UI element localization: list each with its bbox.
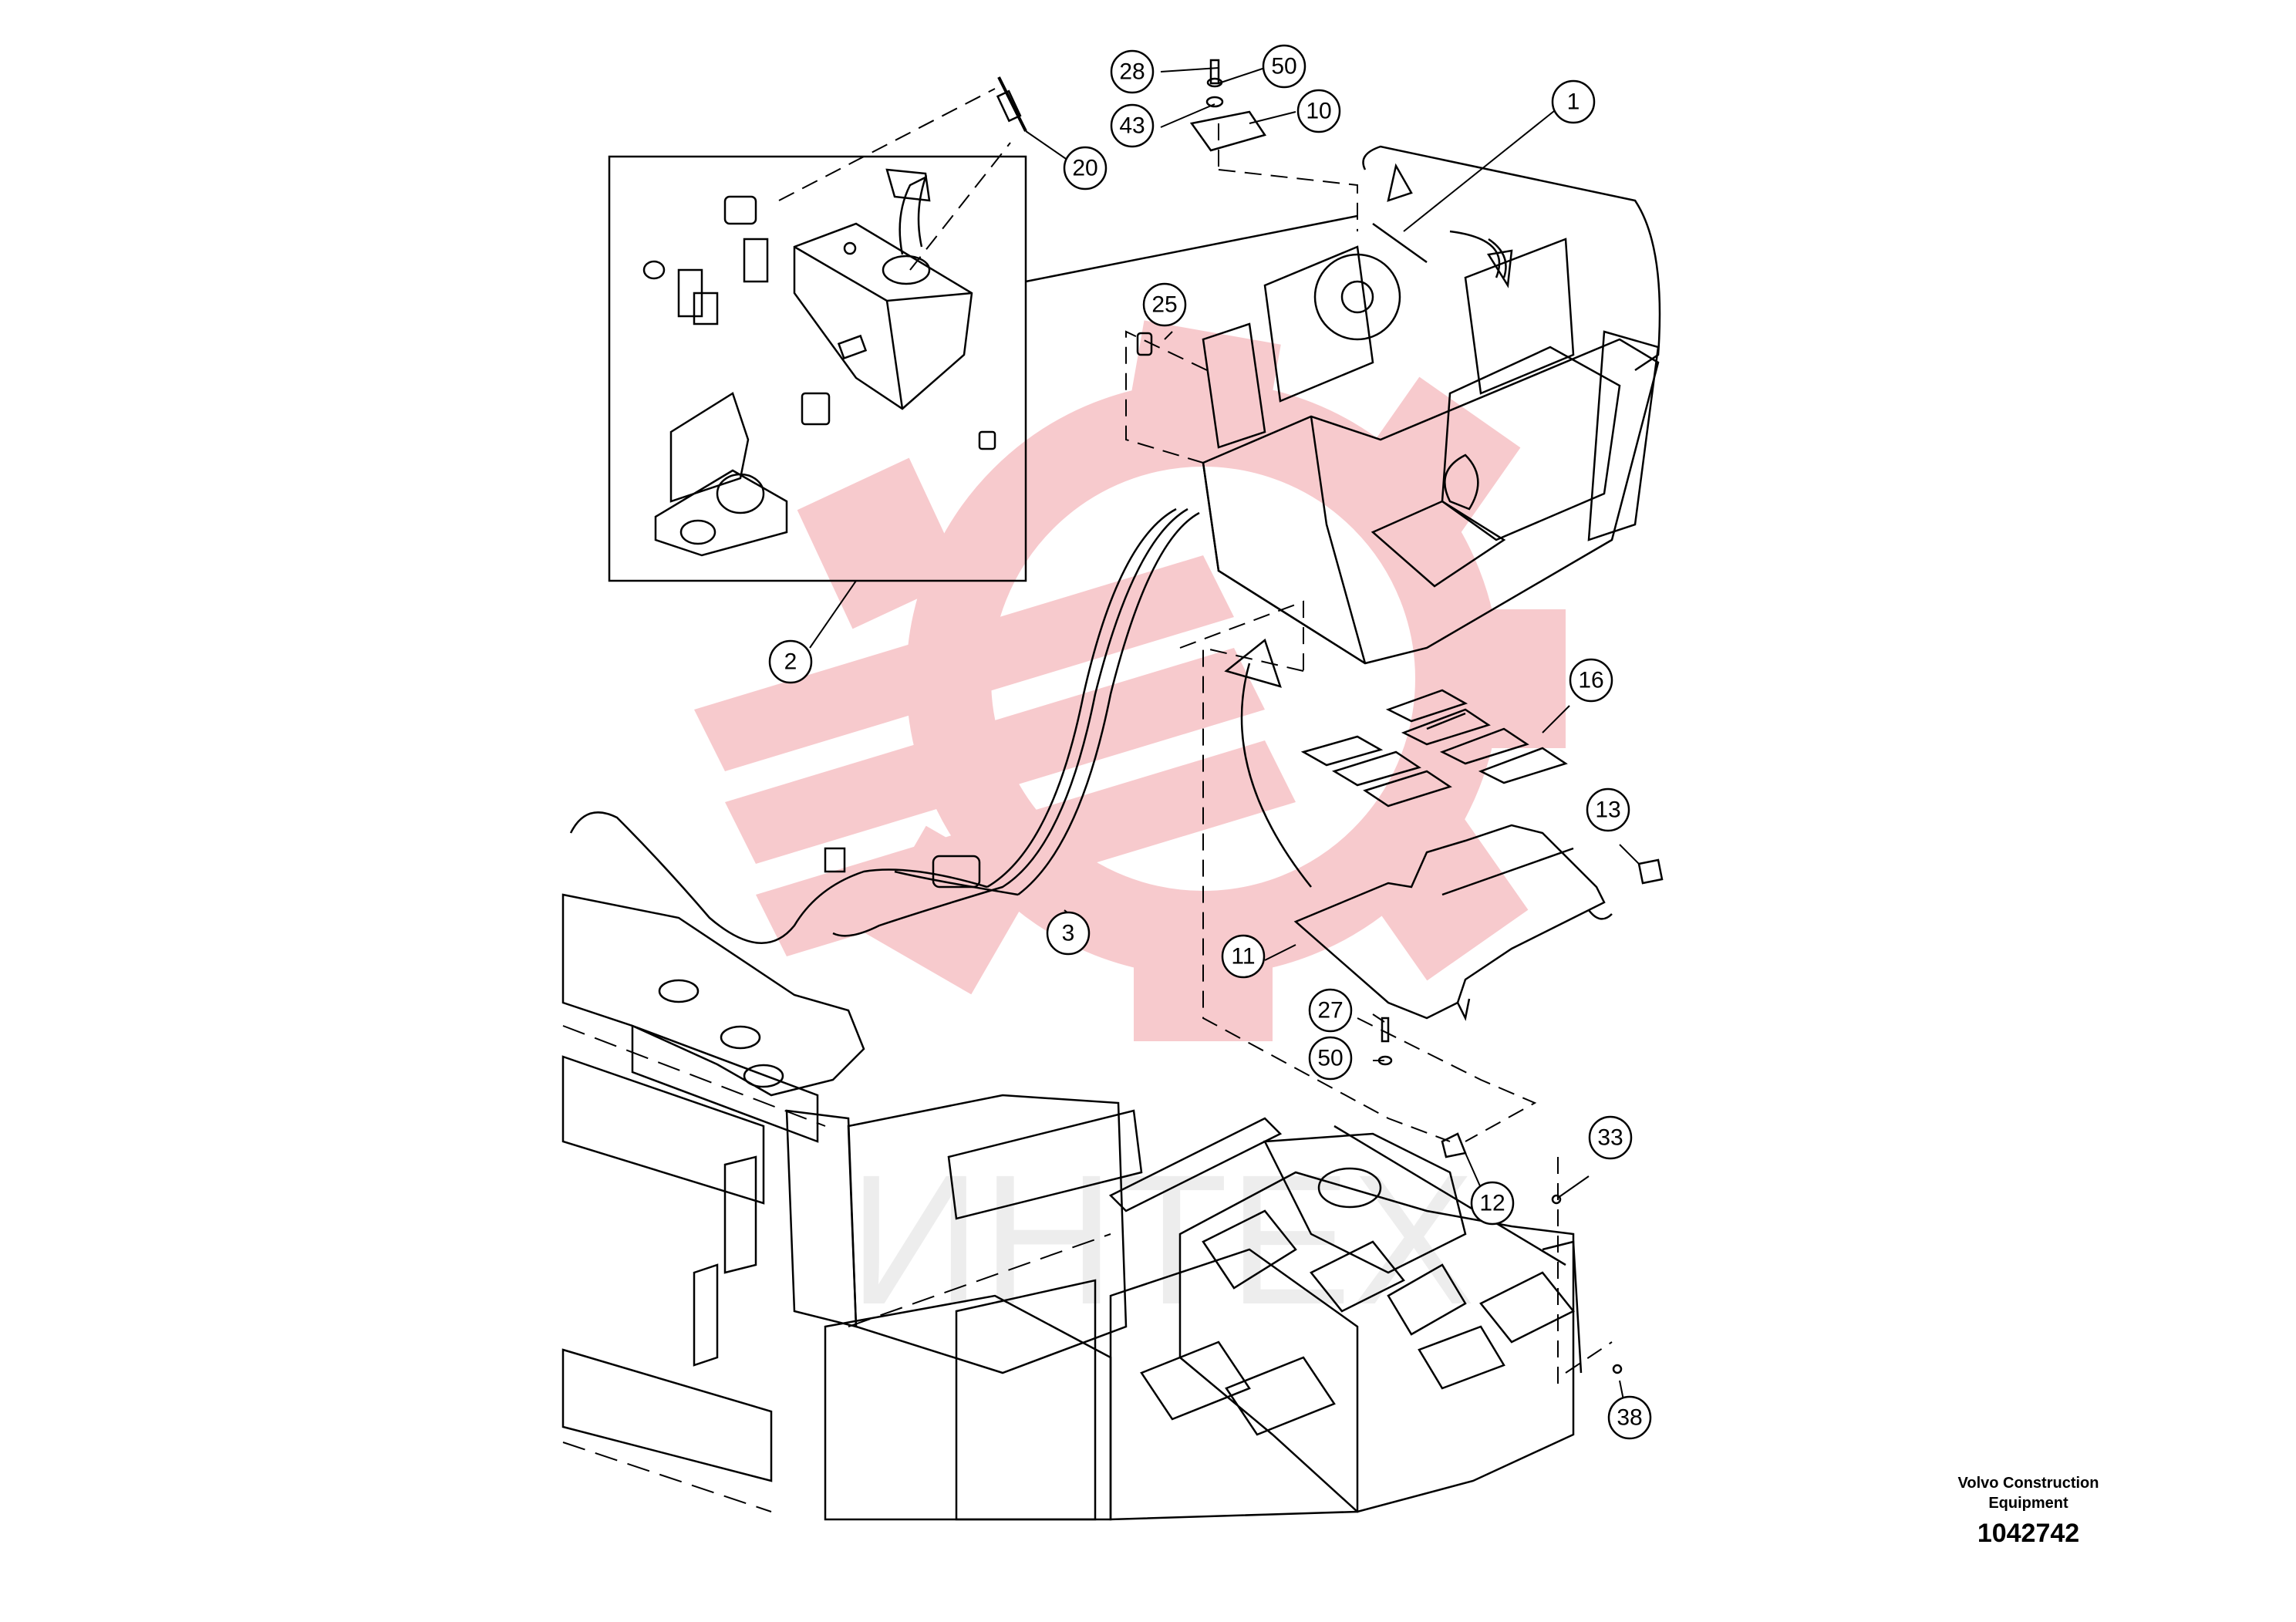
svg-text:50: 50 xyxy=(1271,54,1296,79)
fasteners xyxy=(1136,59,1664,1374)
callout-43[interactable]: 43 xyxy=(1110,103,1155,148)
gas-spring xyxy=(996,76,1027,132)
svg-text:3: 3 xyxy=(1062,921,1075,946)
callout-10[interactable]: 10 xyxy=(1296,89,1341,133)
svg-text:50: 50 xyxy=(1317,1046,1343,1071)
callout-27[interactable]: 27 xyxy=(1308,988,1353,1033)
drawing-number: 1042742 xyxy=(1977,1519,2080,1548)
inset-leader xyxy=(1025,214,1358,283)
frame-hidden-lines xyxy=(562,1025,1111,1512)
svg-text:13: 13 xyxy=(1595,798,1620,823)
callout-20[interactable]: 20 xyxy=(1063,146,1108,191)
callout-16[interactable]: 16 xyxy=(1569,658,1613,703)
svg-text:11: 11 xyxy=(1231,944,1255,969)
svg-text:33: 33 xyxy=(1597,1125,1623,1151)
callout-13[interactable]: 13 xyxy=(1586,787,1630,832)
svg-text:43: 43 xyxy=(1119,113,1145,139)
watermark-text: ИНТЕХ xyxy=(848,1136,1475,1343)
joystick-console xyxy=(793,168,973,410)
svg-text:28: 28 xyxy=(1119,59,1145,85)
inset-frame-joystick xyxy=(608,155,1027,582)
manufacturer-name-line2: Equipment xyxy=(1988,1495,2068,1512)
floor-mats xyxy=(1300,689,1568,808)
line-art xyxy=(561,59,1664,1521)
rotation-arrow-top-head xyxy=(1486,249,1513,288)
svg-text:27: 27 xyxy=(1317,998,1343,1023)
callout-25[interactable]: 25 xyxy=(1142,282,1187,327)
cable-harness xyxy=(569,508,1200,944)
svg-text:16: 16 xyxy=(1578,668,1603,693)
callout-33[interactable]: 33 xyxy=(1588,1115,1633,1160)
callout-50-top[interactable]: 50 xyxy=(1262,44,1306,89)
operator-platform xyxy=(1202,145,1661,665)
callout-3[interactable]: 3 xyxy=(1046,911,1091,956)
floor-plate xyxy=(1293,824,1613,1021)
callout-1[interactable]: 1 xyxy=(1551,79,1596,124)
svg-text:38: 38 xyxy=(1617,1405,1642,1431)
callout-50-mid[interactable]: 50 xyxy=(1308,1036,1353,1081)
rotation-arrow-mid xyxy=(1240,663,1312,888)
callout-12[interactable]: 12 xyxy=(1470,1181,1515,1226)
assembly-guide-lines xyxy=(778,88,1613,1388)
callout-11[interactable]: 11 xyxy=(1221,934,1266,979)
callout-balloons: 1 2 3 10 11 12 13 16 20 25 27 28 33 38 4… xyxy=(768,44,1652,1440)
svg-text:25: 25 xyxy=(1151,292,1177,318)
callout-2[interactable]: 2 xyxy=(768,639,813,684)
svg-text:10: 10 xyxy=(1306,99,1331,124)
callout-38[interactable]: 38 xyxy=(1607,1395,1652,1440)
manufacturer-name: Volvo Construction xyxy=(1957,1475,2099,1492)
joystick-mount-bracket xyxy=(654,392,788,557)
machine-frame xyxy=(561,893,1583,1521)
svg-text:1: 1 xyxy=(1567,89,1580,115)
svg-text:2: 2 xyxy=(784,649,797,675)
inset-small-parts xyxy=(642,195,996,450)
watermark-gear-logo xyxy=(694,320,1566,1041)
svg-text:20: 20 xyxy=(1072,156,1097,181)
callout-28[interactable]: 28 xyxy=(1110,49,1155,94)
svg-text:12: 12 xyxy=(1479,1191,1505,1216)
